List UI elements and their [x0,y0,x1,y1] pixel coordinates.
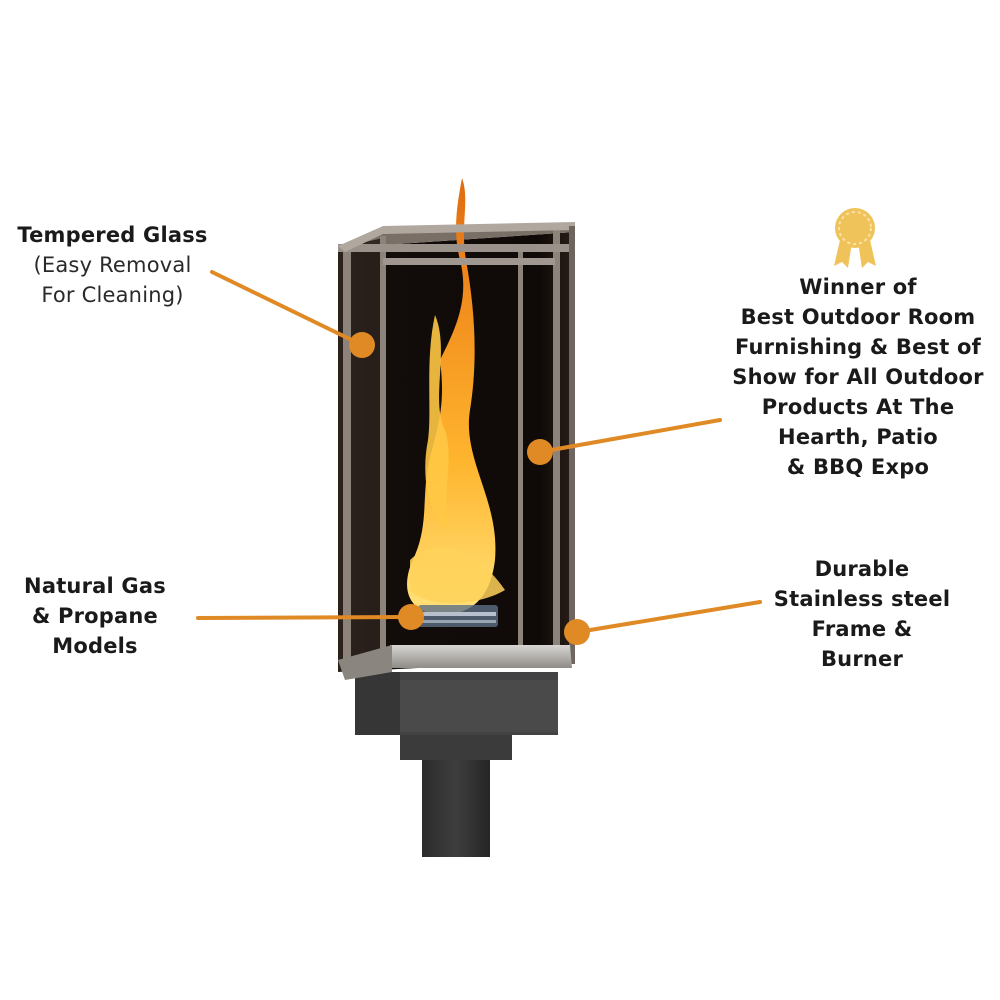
award-ribbon-icon [834,208,876,268]
callout-tempered-glass: Tempered Glass (Easy Removal For Cleanin… [0,220,225,310]
dot-award [527,439,553,465]
burner [418,605,498,627]
callout-line: Furnishing & Best of [735,335,981,359]
leader-award [538,418,722,454]
callout-line: Products At The [761,395,955,419]
callout-line: & BBQ Expo [786,455,930,479]
callout-leaders [196,270,762,634]
callout-line: Frame & [811,617,913,641]
callout-line: Winner of [799,275,917,299]
callout-award: Winner of Best Outdoor Room Furnishing &… [718,272,998,482]
callout-line: Models [52,634,138,658]
callout-line: Best Outdoor Room [740,305,976,329]
pole [422,755,490,857]
dot-frame [564,619,590,645]
callout-dots [349,332,590,645]
callout-line: Hearth, Patio [778,425,938,449]
steel-tray [390,645,572,668]
callout-line: Natural Gas [24,574,166,598]
flame [407,178,505,615]
callout-line: (Easy Removal [33,253,192,277]
callout-line: Burner [820,647,904,671]
callout-line: Durable [814,557,910,581]
callout-fuel-type: Natural Gas & Propane Models [5,571,185,661]
callout-line: For Cleaning) [41,283,184,307]
callout-line: Stainless steel [773,587,951,611]
callout-title: Tempered Glass [17,223,208,247]
callout-frame: Durable Stainless steel Frame & Burner [762,554,962,674]
leader-tempered-glass [210,270,364,347]
leader-frame [576,600,762,634]
dot-fuel-type [398,604,424,630]
base-housing [355,672,558,760]
callout-line: Show for All Outdoor [732,365,984,389]
leader-fuel-type [196,615,412,620]
dot-tempered-glass [349,332,375,358]
callout-line: & Propane [32,604,158,628]
